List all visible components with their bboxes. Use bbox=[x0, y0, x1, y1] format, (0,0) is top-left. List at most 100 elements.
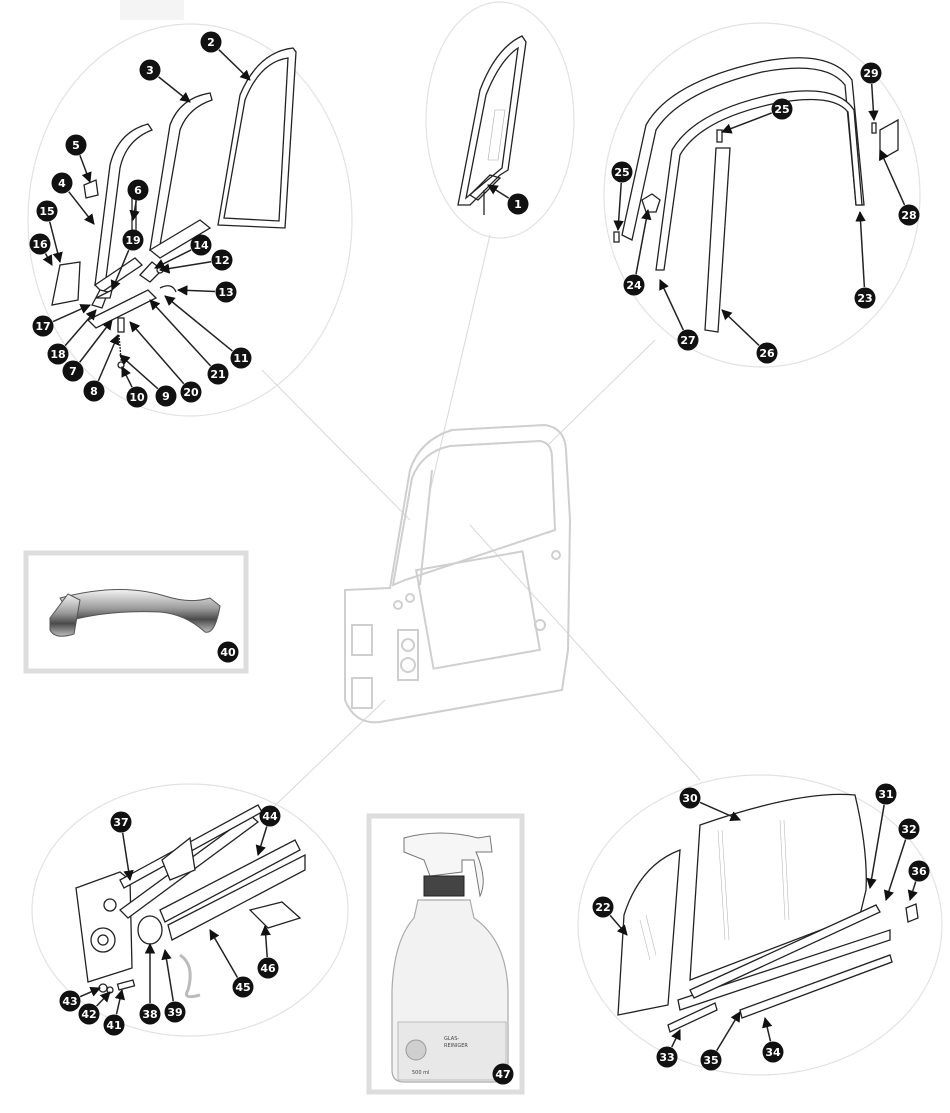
callout-25-number: 25 bbox=[614, 166, 629, 179]
callout-23-leader bbox=[855, 210, 866, 288]
regulator-parts bbox=[75, 804, 306, 999]
callout-14-leader bbox=[154, 249, 192, 269]
group-ellipses bbox=[27, 1, 943, 1076]
callout-40-badge bbox=[217, 641, 239, 663]
glass-cleaner-bottle: GLAS- REINIGER 500 ml bbox=[391, 832, 509, 1083]
callout-29-badge bbox=[860, 62, 882, 84]
part-24-clip bbox=[641, 193, 661, 213]
callout-8-badge bbox=[83, 380, 105, 402]
callout-37: 37 bbox=[110, 811, 134, 882]
callout-15-leader bbox=[48, 221, 63, 264]
part-37-plate bbox=[75, 871, 133, 983]
callout-37-badge bbox=[110, 811, 132, 833]
callout-11: 11 bbox=[164, 295, 252, 369]
callout-33: 33 bbox=[656, 1029, 681, 1068]
callout-20-number: 20 bbox=[183, 386, 199, 399]
door-ghost bbox=[344, 423, 572, 724]
callout-43: 43 bbox=[59, 986, 101, 1012]
callout-44-number: 44 bbox=[262, 810, 278, 823]
callout-34-number: 34 bbox=[765, 1046, 781, 1059]
group-leader-lines bbox=[259, 234, 701, 821]
callout-19: 19 bbox=[110, 229, 144, 291]
callout-25-badge bbox=[611, 161, 633, 183]
callout-15-number: 15 bbox=[39, 205, 54, 218]
callout-20: 20 bbox=[129, 321, 202, 403]
callout-18-badge bbox=[47, 343, 69, 365]
callout-22: 22 bbox=[592, 896, 628, 936]
callout-28-badge bbox=[898, 204, 920, 226]
callout-26-badge bbox=[756, 342, 778, 364]
callout-33-badge bbox=[656, 1046, 678, 1068]
part-45-rail bbox=[167, 853, 306, 941]
bottle-label-line2: REINIGER bbox=[444, 1043, 468, 1049]
callout-31-leader bbox=[866, 804, 885, 890]
part-44-rail bbox=[159, 839, 301, 923]
callout-44-leader bbox=[255, 826, 268, 857]
callout-5-badge bbox=[65, 134, 87, 156]
callout-21-number: 21 bbox=[210, 368, 225, 381]
top-tab bbox=[120, 0, 184, 20]
callout-7-leader bbox=[79, 319, 113, 363]
callout-1-badge bbox=[507, 193, 529, 215]
callout-45-badge bbox=[232, 976, 254, 998]
callout-35-leader bbox=[716, 1011, 741, 1051]
callout-20-badge bbox=[180, 381, 202, 403]
callout-39: 39 bbox=[161, 948, 186, 1023]
part-20-bar bbox=[86, 289, 158, 329]
callout-42: 42 bbox=[78, 991, 111, 1025]
part-5-clip bbox=[83, 179, 99, 199]
callout-8: 8 bbox=[83, 334, 120, 402]
quarter-vent-glass bbox=[457, 35, 527, 215]
bottle-label-volume: 500 ml bbox=[412, 1070, 429, 1076]
callout-10: 10 bbox=[121, 366, 148, 408]
callout-43-badge bbox=[59, 990, 81, 1012]
callout-36-number: 36 bbox=[911, 865, 927, 878]
callout-34: 34 bbox=[762, 1016, 784, 1063]
window-crank-handle bbox=[49, 588, 221, 637]
callout-2-badge bbox=[200, 31, 222, 53]
callout-11-leader bbox=[164, 295, 233, 352]
callout-36: 36 bbox=[907, 860, 930, 902]
callout-43-leader bbox=[79, 986, 101, 998]
callout-16-number: 16 bbox=[32, 238, 48, 251]
callout-30-number: 30 bbox=[682, 792, 698, 805]
callout-46-badge bbox=[257, 957, 279, 979]
callout-31-number: 31 bbox=[878, 788, 893, 801]
callout-47-badge bbox=[492, 1063, 514, 1085]
callout-31-badge bbox=[875, 783, 897, 805]
callout-47-number: 47 bbox=[495, 1068, 510, 1081]
callout-30: 30 bbox=[679, 787, 741, 821]
callout-44: 44 bbox=[255, 805, 281, 857]
callout-39-badge bbox=[164, 1001, 186, 1023]
callout-41: 41 bbox=[103, 988, 126, 1036]
callout-24-leader bbox=[635, 208, 652, 275]
callout-40: 40 bbox=[217, 641, 239, 663]
callout-29: 29 bbox=[860, 62, 882, 122]
callout-3: 3 bbox=[139, 59, 191, 103]
callout-28-number: 28 bbox=[901, 209, 916, 222]
callout-4-badge bbox=[51, 172, 73, 194]
callout-22-leader bbox=[609, 914, 628, 936]
callout-8-number: 8 bbox=[90, 385, 98, 398]
callout-12-number: 12 bbox=[214, 254, 229, 267]
callout-24-badge bbox=[623, 274, 645, 296]
callout-45-leader bbox=[209, 929, 239, 978]
callout-7-badge bbox=[62, 360, 84, 382]
callout-26-number: 26 bbox=[759, 347, 775, 360]
part-32-strip bbox=[677, 929, 891, 1011]
callout-37-leader bbox=[121, 832, 134, 882]
part-2-vent-glass bbox=[217, 47, 297, 229]
callout-36-badge bbox=[908, 860, 930, 882]
callout-16: 16 bbox=[29, 233, 53, 266]
callout-15: 15 bbox=[36, 200, 63, 264]
bottle-inset-frame bbox=[366, 813, 525, 1095]
callout-3-leader bbox=[158, 76, 191, 103]
callout-17-leader bbox=[52, 304, 91, 323]
callout-13: 13 bbox=[176, 281, 237, 303]
callout-24: 24 bbox=[623, 208, 652, 296]
callout-21-leader bbox=[149, 299, 212, 367]
callout-25-number: 25 bbox=[774, 103, 789, 116]
bottle-label-line1: GLAS- bbox=[444, 1036, 459, 1042]
